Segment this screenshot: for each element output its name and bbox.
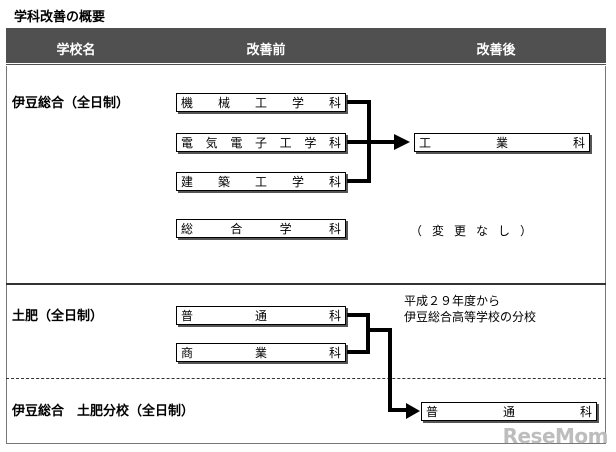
after-kogyo: 工業科: [414, 133, 590, 152]
arrow-head-kogyo: [394, 134, 410, 150]
after-no-change: （変更なし）: [410, 224, 543, 238]
header-before: 改善前: [246, 43, 286, 58]
after-futsu: 普通科: [421, 402, 597, 421]
school-izu: 伊豆総合（全日制）: [12, 96, 130, 111]
header-school: 学校名: [56, 43, 96, 58]
page-title: 学科改善の概要: [14, 10, 106, 25]
before-kikai: 機械工学科: [176, 93, 346, 112]
before-kenchiku: 建築工学科: [176, 172, 346, 191]
row-divider: [6, 283, 606, 285]
after-note-line1: 平成２９年度から: [404, 294, 501, 308]
table-header: 学校名 改善前 改善後: [6, 28, 606, 66]
row-divider-dashed: [6, 378, 606, 379]
branch-line: [368, 328, 406, 412]
school-dohi: 土肥（全日制）: [12, 309, 104, 324]
before-shogyo: 商業科: [176, 343, 346, 362]
before-futsu: 普通科: [176, 306, 346, 325]
header-after: 改善後: [476, 43, 516, 58]
before-sogo: 総合学科: [176, 219, 346, 238]
after-note-line2: 伊豆総合高等学校の分校: [404, 310, 537, 324]
resemom-logo: ReseMom: [502, 424, 609, 448]
before-denki: 電気電子工学科: [176, 133, 346, 152]
school-izu-dohi-branch: 伊豆総合 土肥分校（全日制）: [12, 404, 195, 419]
merge-bracket-dohi: [347, 313, 370, 354]
arrow-head-futsu: [406, 403, 420, 419]
